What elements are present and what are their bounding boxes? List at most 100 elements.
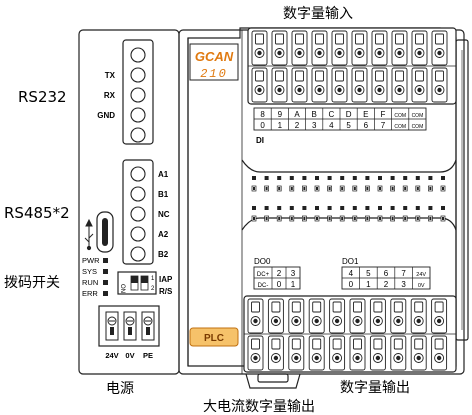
plc-badge: PLC xyxy=(189,327,239,347)
io-led xyxy=(415,206,420,210)
io-led xyxy=(403,206,408,210)
do1-title: DO1 xyxy=(342,257,359,266)
rs232-terminal-screw xyxy=(130,87,146,103)
io-led xyxy=(352,206,357,210)
rs485-a2-label: A2 xyxy=(158,230,169,239)
rs485-b2-label: B2 xyxy=(158,250,169,259)
power-terminal-slot xyxy=(123,311,137,341)
do0-label-group: DO0 DC+ 2 3 DC- 0 1 xyxy=(253,257,301,290)
di-cell-row2-8: COM xyxy=(394,124,406,130)
do0-r1c1: 2 xyxy=(277,269,282,278)
do1-cell-row1-1: 5 xyxy=(366,269,371,278)
rs485-b1-label: B1 xyxy=(158,190,169,199)
rs485-terminal-screw xyxy=(130,206,146,222)
rs485-terminal-screw xyxy=(130,246,146,262)
di-cell-row1-9: COM xyxy=(412,113,424,119)
di-cell-row1-5: D xyxy=(346,110,352,119)
status-leds: PWR SYS RUN ERR xyxy=(82,256,108,298)
do0-r1c2: 3 xyxy=(291,269,296,278)
brand-logo: GCAN 210 xyxy=(189,43,239,81)
dip-iap-label: IAP xyxy=(159,275,173,284)
io-led xyxy=(252,176,256,180)
rs485-nc-label: NC xyxy=(158,210,170,219)
di-cell-row2-0: 0 xyxy=(260,121,265,130)
di-terminal-block xyxy=(247,27,457,105)
do0-r2c2: 1 xyxy=(291,280,296,289)
power-24v-label: 24V xyxy=(105,351,118,360)
led-run-label: RUN xyxy=(82,278,98,287)
power-terminal-slot xyxy=(105,311,119,341)
io-led xyxy=(264,176,269,180)
dip-switch[interactable]: ON 1 2 IAP R/S xyxy=(117,271,173,296)
di-cell-row2-1: 1 xyxy=(278,121,283,130)
di-cell-row2-5: 5 xyxy=(346,121,351,130)
label-dip-switch: 拨码开关 xyxy=(4,275,60,291)
io-led xyxy=(340,176,345,180)
io-led xyxy=(390,206,395,210)
di-cell-row1-3: B xyxy=(312,110,317,119)
rs232-terminal-screw xyxy=(130,47,146,63)
rs232-terminal-screw xyxy=(130,107,146,123)
do1-cell-row2-2: 2 xyxy=(384,280,389,289)
rs232-rx-label: RX xyxy=(104,91,116,100)
io-led xyxy=(378,176,382,180)
io-led xyxy=(428,206,433,210)
label-rs485: RS485*2 xyxy=(4,204,70,222)
power-0v-label: 0V xyxy=(125,351,134,360)
power-pe-label: PE xyxy=(143,351,153,360)
io-led xyxy=(315,176,319,180)
label-digital-input: 数字量输入 xyxy=(283,6,353,22)
do1-cell-row1-4: 24V xyxy=(416,272,426,278)
di-label: DI xyxy=(256,136,264,145)
model-text: 210 xyxy=(200,67,228,81)
io-led xyxy=(302,176,307,180)
power-wire-entry xyxy=(110,327,114,335)
io-led xyxy=(302,206,307,210)
io-led xyxy=(390,176,395,180)
rs485-terminal-screw xyxy=(130,166,146,182)
rs232-terminal-screw xyxy=(130,127,146,143)
io-led xyxy=(403,176,408,180)
label-digital-output: 数字量输出 xyxy=(340,380,410,396)
label-power: 电源 xyxy=(106,381,134,397)
io-led xyxy=(340,206,345,210)
io-led xyxy=(415,176,420,180)
di-cell-row1-2: A xyxy=(294,110,300,119)
plc-badge-text: PLC xyxy=(204,333,224,344)
rs485-terminal-screw xyxy=(130,226,146,242)
di-cell-row2-4: 4 xyxy=(329,121,334,130)
io-led xyxy=(378,206,382,210)
io-led xyxy=(365,206,370,210)
io-led xyxy=(315,206,319,210)
label-high-current-output: 大电流数字量输出 xyxy=(203,399,315,415)
led-sys xyxy=(103,269,108,274)
rs485-terminal-screw xyxy=(130,186,146,202)
led-pwr-label: PWR xyxy=(82,256,100,265)
usb-port xyxy=(84,211,114,253)
dip-on-label: ON xyxy=(119,284,125,293)
rs232-tx-label: TX xyxy=(105,71,116,80)
di-cell-row1-8: COM xyxy=(394,113,406,119)
led-err xyxy=(103,291,108,296)
do1-cell-row2-1: 1 xyxy=(366,280,371,289)
rs485-terminal-block: A1 B1 NC A2 B2 xyxy=(122,159,170,265)
io-led xyxy=(428,176,433,180)
do0-r2c1: 0 xyxy=(277,280,282,289)
io-led xyxy=(289,176,294,180)
di-cell-row2-3: 3 xyxy=(312,121,317,130)
rs232-gnd-label: GND xyxy=(97,111,115,120)
io-led xyxy=(327,206,332,210)
do1-cell-row1-2: 6 xyxy=(384,269,389,278)
power-wire-entry xyxy=(128,327,132,335)
rs232-terminal-block: TX RX GND xyxy=(97,39,154,145)
do1-cell-row2-3: 3 xyxy=(401,280,406,289)
io-led xyxy=(327,176,332,180)
di-cell-row2-6: 6 xyxy=(364,121,369,130)
power-terminal-block: 24V 0V PE xyxy=(98,305,160,360)
di-cell-row1-4: C xyxy=(329,110,335,119)
dip-pos1: 1 xyxy=(151,276,155,282)
led-pwr xyxy=(103,258,108,263)
